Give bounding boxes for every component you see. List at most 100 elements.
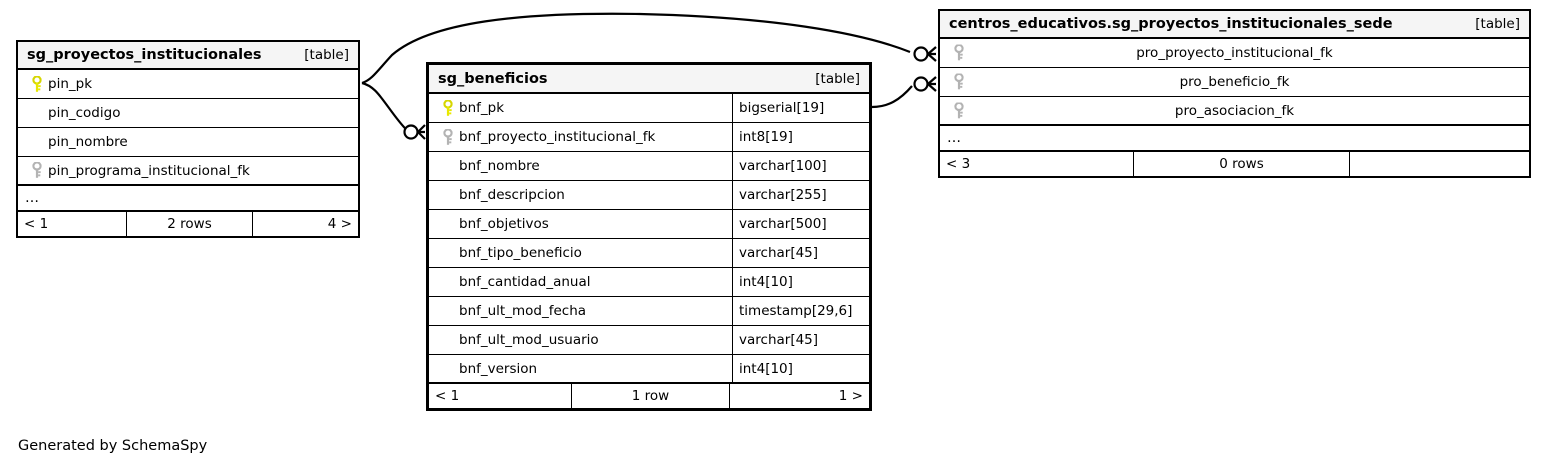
column-row-pin-programa-institucional-fk[interactable]: pin_programa_institucional_fk — [18, 157, 358, 186]
foreign-key-icon — [948, 44, 970, 62]
column-type-cell: varchar[100] — [732, 152, 869, 180]
more-columns-indicator: … — [18, 186, 358, 212]
column-name-cell: bnf_ult_mod_fecha — [429, 297, 732, 325]
more-columns-indicator: … — [940, 126, 1529, 152]
column-label: bnf_pk — [459, 100, 505, 116]
column-name-cell: pin_programa_institucional_fk — [18, 157, 358, 184]
column-type-cell: varchar[45] — [732, 326, 869, 354]
primary-key-icon — [26, 75, 48, 93]
column-type-cell: int4[10] — [732, 355, 869, 382]
column-row-bnf-objetivos[interactable]: bnf_objetivos varchar[500] — [429, 210, 869, 239]
column-type-cell: int4[10] — [732, 268, 869, 296]
column-row-bnf-pk[interactable]: bnf_pk bigserial[19] — [429, 94, 869, 123]
table-type-tag: [table] — [815, 70, 860, 87]
primary-key-icon — [437, 99, 459, 117]
table-type-tag: [table] — [1475, 16, 1520, 32]
table-footer: < 1 2 rows 4 > — [18, 212, 358, 236]
column-row-bnf-cantidad-anual[interactable]: bnf_cantidad_anual int4[10] — [429, 268, 869, 297]
column-label: bnf_nombre — [459, 158, 540, 174]
table-centros-educativos-sg-proyectos-institucionales-sede[interactable]: centros_educativos.sg_proyectos_instituc… — [938, 9, 1531, 178]
column-row-pro-proyecto-institucional-fk[interactable]: pro_proyecto_institucional_fk — [940, 39, 1529, 68]
column-type-cell: timestamp[29,6] — [732, 297, 869, 325]
table-header: centros_educativos.sg_proyectos_instituc… — [940, 11, 1529, 39]
next-page-button[interactable] — [1350, 152, 1529, 176]
edge-terminator-pro-proyecto-institucional-fk — [913, 46, 937, 62]
column-label: bnf_descripcion — [459, 187, 565, 203]
column-row-pro-asociacion-fk[interactable]: pro_asociacion_fk — [940, 97, 1529, 126]
column-row-bnf-version[interactable]: bnf_version int4[10] — [429, 355, 869, 384]
column-name-cell: pro_asociacion_fk — [940, 97, 1529, 124]
column-row-bnf-descripcion[interactable]: bnf_descripcion varchar[255] — [429, 181, 869, 210]
table-type-tag: [table] — [304, 47, 349, 63]
column-name-cell: pin_pk — [18, 70, 358, 98]
table-title: sg_beneficios — [438, 70, 548, 87]
column-type-cell: varchar[45] — [732, 239, 869, 267]
column-name-cell: bnf_ult_mod_usuario — [429, 326, 732, 354]
column-label: pin_codigo — [48, 105, 121, 121]
column-name-cell: pro_beneficio_fk — [940, 68, 1529, 96]
column-name-cell: bnf_nombre — [429, 152, 732, 180]
table-title: sg_proyectos_institucionales — [27, 47, 262, 63]
column-type-cell: varchar[500] — [732, 210, 869, 238]
column-label: pro_asociacion_fk — [1174, 102, 1295, 119]
column-type-cell: bigserial[19] — [732, 94, 869, 122]
column-type-cell: int8[19] — [732, 123, 869, 151]
prev-page-button[interactable]: < 1 — [24, 216, 49, 232]
foreign-key-icon — [948, 102, 970, 119]
column-name-cell: bnf_version — [429, 355, 732, 382]
column-name-cell: bnf_pk — [429, 94, 732, 122]
table-footer: < 1 1 row 1 > — [429, 384, 869, 408]
column-row-pro-beneficio-fk[interactable]: pro_beneficio_fk — [940, 68, 1529, 97]
prev-page-button[interactable]: < 3 — [946, 156, 971, 172]
row-count-label: 0 rows — [1133, 152, 1350, 176]
column-label: bnf_tipo_beneficio — [459, 245, 582, 261]
prev-page-button[interactable]: < 1 — [435, 388, 460, 404]
edge-pin-pk-to-bnf-proyecto-institucional-fk — [361, 81, 409, 132]
column-row-pin-codigo[interactable]: pin_codigo — [18, 99, 358, 128]
column-name-cell: pin_nombre — [18, 128, 358, 156]
column-label: bnf_proyecto_institucional_fk — [459, 129, 656, 145]
column-row-bnf-tipo-beneficio[interactable]: bnf_tipo_beneficio varchar[45] — [429, 239, 869, 268]
column-label: pin_programa_institucional_fk — [48, 162, 250, 179]
column-row-pin-nombre[interactable]: pin_nombre — [18, 128, 358, 157]
table-footer: < 3 0 rows — [940, 152, 1529, 176]
foreign-key-icon — [26, 162, 48, 179]
column-name-cell: bnf_proyecto_institucional_fk — [429, 123, 732, 151]
column-label: bnf_cantidad_anual — [459, 274, 591, 290]
column-label: pro_proyecto_institucional_fk — [1136, 45, 1333, 61]
column-label: pro_beneficio_fk — [1179, 74, 1290, 90]
column-name-cell: bnf_cantidad_anual — [429, 268, 732, 296]
table-title: centros_educativos.sg_proyectos_instituc… — [949, 16, 1393, 32]
column-name-cell: pro_proyecto_institucional_fk — [940, 39, 1529, 67]
column-row-bnf-ult-mod-usuario[interactable]: bnf_ult_mod_usuario varchar[45] — [429, 326, 869, 355]
edge-bnf-pk-to-pro-beneficio-fk — [871, 85, 913, 109]
column-type-cell: varchar[255] — [732, 181, 869, 209]
column-row-pin-pk[interactable]: pin_pk — [18, 70, 358, 99]
column-row-bnf-nombre[interactable]: bnf_nombre varchar[100] — [429, 152, 869, 181]
table-header: sg_beneficios [table] — [429, 65, 869, 94]
table-sg-proyectos-institucionales[interactable]: sg_proyectos_institucionales [table] pin… — [16, 40, 360, 238]
column-label: pin_pk — [48, 76, 93, 92]
table-header: sg_proyectos_institucionales [table] — [18, 42, 358, 70]
column-label: bnf_ult_mod_usuario — [459, 332, 599, 348]
column-label: bnf_version — [459, 360, 538, 377]
column-label: bnf_objetivos — [459, 216, 549, 232]
column-name-cell: bnf_descripcion — [429, 181, 732, 209]
foreign-key-icon — [948, 73, 970, 91]
row-count-label: 1 row — [571, 384, 730, 408]
column-name-cell: bnf_objetivos — [429, 210, 732, 238]
column-row-bnf-proyecto-institucional-fk[interactable]: bnf_proyecto_institucional_fk int8[19] — [429, 123, 869, 152]
next-page-button[interactable]: 4 > — [327, 216, 352, 232]
column-name-cell: bnf_tipo_beneficio — [429, 239, 732, 267]
row-count-label: 2 rows — [126, 212, 253, 236]
generator-credit: Generated by SchemaSpy — [18, 438, 208, 454]
table-sg-beneficios[interactable]: sg_beneficios [table] bnf_pk bigserial[1… — [426, 62, 872, 411]
foreign-key-icon — [437, 128, 459, 146]
column-name-cell: pin_codigo — [18, 99, 358, 127]
column-label: pin_nombre — [48, 134, 128, 150]
edge-terminator-bnf-proyecto-institucional-fk — [403, 124, 426, 140]
edge-terminator-pro-beneficio-fk — [913, 76, 937, 92]
column-label: bnf_ult_mod_fecha — [459, 303, 587, 319]
next-page-button[interactable]: 1 > — [838, 388, 863, 404]
column-row-bnf-ult-mod-fecha[interactable]: bnf_ult_mod_fecha timestamp[29,6] — [429, 297, 869, 326]
